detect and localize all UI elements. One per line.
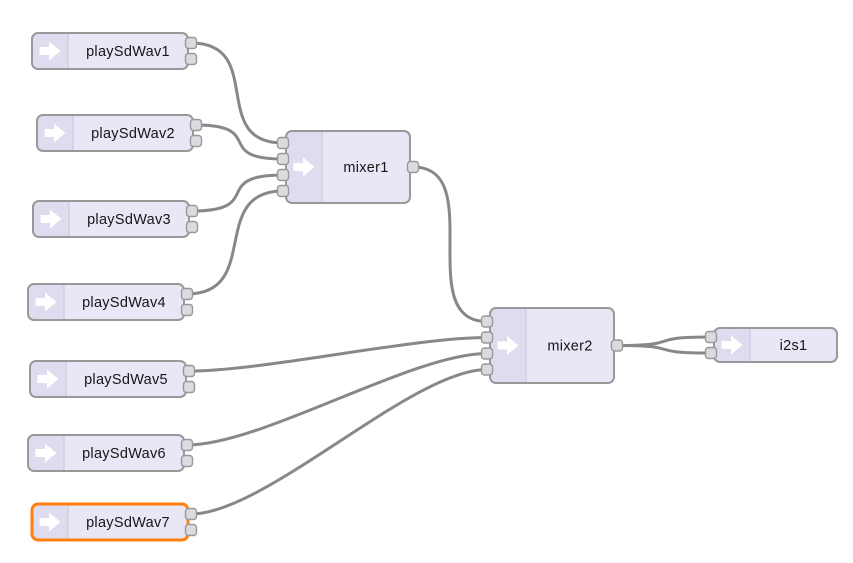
arrow-right-icon	[293, 157, 315, 177]
wire-playSdWav7-to-mixer2[interactable]	[189, 368, 489, 516]
input-port-mixer1-4[interactable]	[276, 184, 290, 198]
arrow-right-icon	[721, 335, 743, 355]
node-body	[33, 201, 189, 237]
output-port-playSdWav1-2[interactable]	[184, 52, 198, 66]
output-port-playSdWav4-2[interactable]	[180, 303, 194, 317]
output-port-playSdWav7-1[interactable]	[184, 507, 198, 521]
input-port-i2s1-2[interactable]	[704, 346, 718, 360]
node-label: playSdWav7	[86, 515, 170, 531]
node-playSdWav2[interactable]: playSdWav2	[36, 114, 203, 152]
node-label: playSdWav5	[84, 372, 168, 388]
node-border-selected	[30, 502, 190, 542]
node-border	[32, 200, 190, 238]
node-body	[30, 361, 186, 397]
wire-playSdWav1-to-mixer1[interactable]	[189, 41, 285, 145]
node-mixer2[interactable]: mixer2	[480, 307, 624, 384]
node-body	[32, 504, 188, 540]
wire-mixer1-to-mixer2[interactable]	[411, 165, 489, 323]
node-mixer1[interactable]: mixer1	[276, 130, 420, 204]
node-playSdWav6[interactable]: playSdWav6	[27, 434, 194, 472]
output-port-playSdWav5-1[interactable]	[182, 364, 196, 378]
output-port-playSdWav1-1[interactable]	[184, 36, 198, 50]
node-body	[28, 435, 184, 471]
wire-playSdWav6-to-mixer2[interactable]	[185, 352, 489, 447]
node-body	[32, 33, 188, 69]
node-label: playSdWav4	[82, 295, 166, 311]
node-label: playSdWav2	[91, 126, 175, 142]
input-port-mixer2-3[interactable]	[480, 347, 494, 360]
node-i2s1[interactable]: i2s1	[704, 327, 838, 363]
node-playSdWav5[interactable]: playSdWav5	[29, 360, 196, 398]
output-port-playSdWav4-1[interactable]	[180, 287, 194, 301]
wire-playSdWav5-to-mixer2[interactable]	[187, 336, 489, 373]
arrow-right-icon	[497, 336, 519, 355]
node-label: playSdWav6	[82, 446, 166, 462]
node-border	[713, 327, 838, 363]
input-port-mixer2-1[interactable]	[480, 315, 494, 328]
node-border	[31, 32, 189, 70]
output-port-mixer2-1[interactable]	[610, 339, 624, 352]
node-label: i2s1	[780, 338, 808, 354]
input-port-mixer1-3[interactable]	[276, 168, 290, 182]
node-label: mixer2	[547, 339, 592, 355]
node-label: playSdWav1	[86, 44, 170, 60]
node-playSdWav4[interactable]: playSdWav4	[27, 283, 194, 321]
arrow-right-icon	[40, 209, 62, 229]
node-playSdWav1[interactable]: playSdWav1	[31, 32, 198, 70]
arrow-right-icon	[39, 512, 61, 532]
input-port-mixer1-2[interactable]	[276, 152, 290, 166]
wire-playSdWav2-to-mixer1[interactable]	[194, 123, 285, 161]
output-port-playSdWav6-1[interactable]	[180, 438, 194, 452]
output-port-playSdWav3-2[interactable]	[185, 220, 199, 234]
output-port-mixer1-1[interactable]	[406, 160, 420, 174]
arrow-right-icon	[44, 123, 66, 143]
output-port-playSdWav7-2[interactable]	[184, 523, 198, 537]
node-border	[29, 360, 187, 398]
output-port-playSdWav6-2[interactable]	[180, 454, 194, 468]
input-port-mixer1-1[interactable]	[276, 136, 290, 150]
arrow-right-icon	[39, 41, 61, 61]
node-body	[37, 115, 193, 151]
node-playSdWav7[interactable]: playSdWav7	[30, 502, 198, 542]
output-port-playSdWav3-1[interactable]	[185, 204, 199, 218]
output-port-playSdWav5-2[interactable]	[182, 380, 196, 394]
input-port-mixer2-2[interactable]	[480, 331, 494, 344]
wire-mixer2-to-i2s1[interactable]	[615, 344, 713, 355]
node-border	[27, 283, 185, 321]
node-border	[27, 434, 185, 472]
arrow-right-icon	[35, 443, 57, 463]
node-border	[36, 114, 194, 152]
output-port-playSdWav2-1[interactable]	[189, 118, 203, 132]
arrow-right-icon	[35, 292, 57, 312]
wire-playSdWav3-to-mixer1[interactable]	[190, 173, 285, 213]
wire-playSdWav4-to-mixer1[interactable]	[185, 189, 285, 296]
input-port-mixer2-4[interactable]	[480, 363, 494, 376]
node-playSdWav3[interactable]: playSdWav3	[32, 200, 199, 238]
input-port-i2s1-1[interactable]	[704, 330, 718, 344]
node-label: mixer1	[343, 160, 388, 176]
node-label: playSdWav3	[87, 212, 171, 228]
arrow-right-icon	[37, 369, 59, 389]
node-body	[28, 284, 184, 320]
output-port-playSdWav2-2[interactable]	[189, 134, 203, 148]
